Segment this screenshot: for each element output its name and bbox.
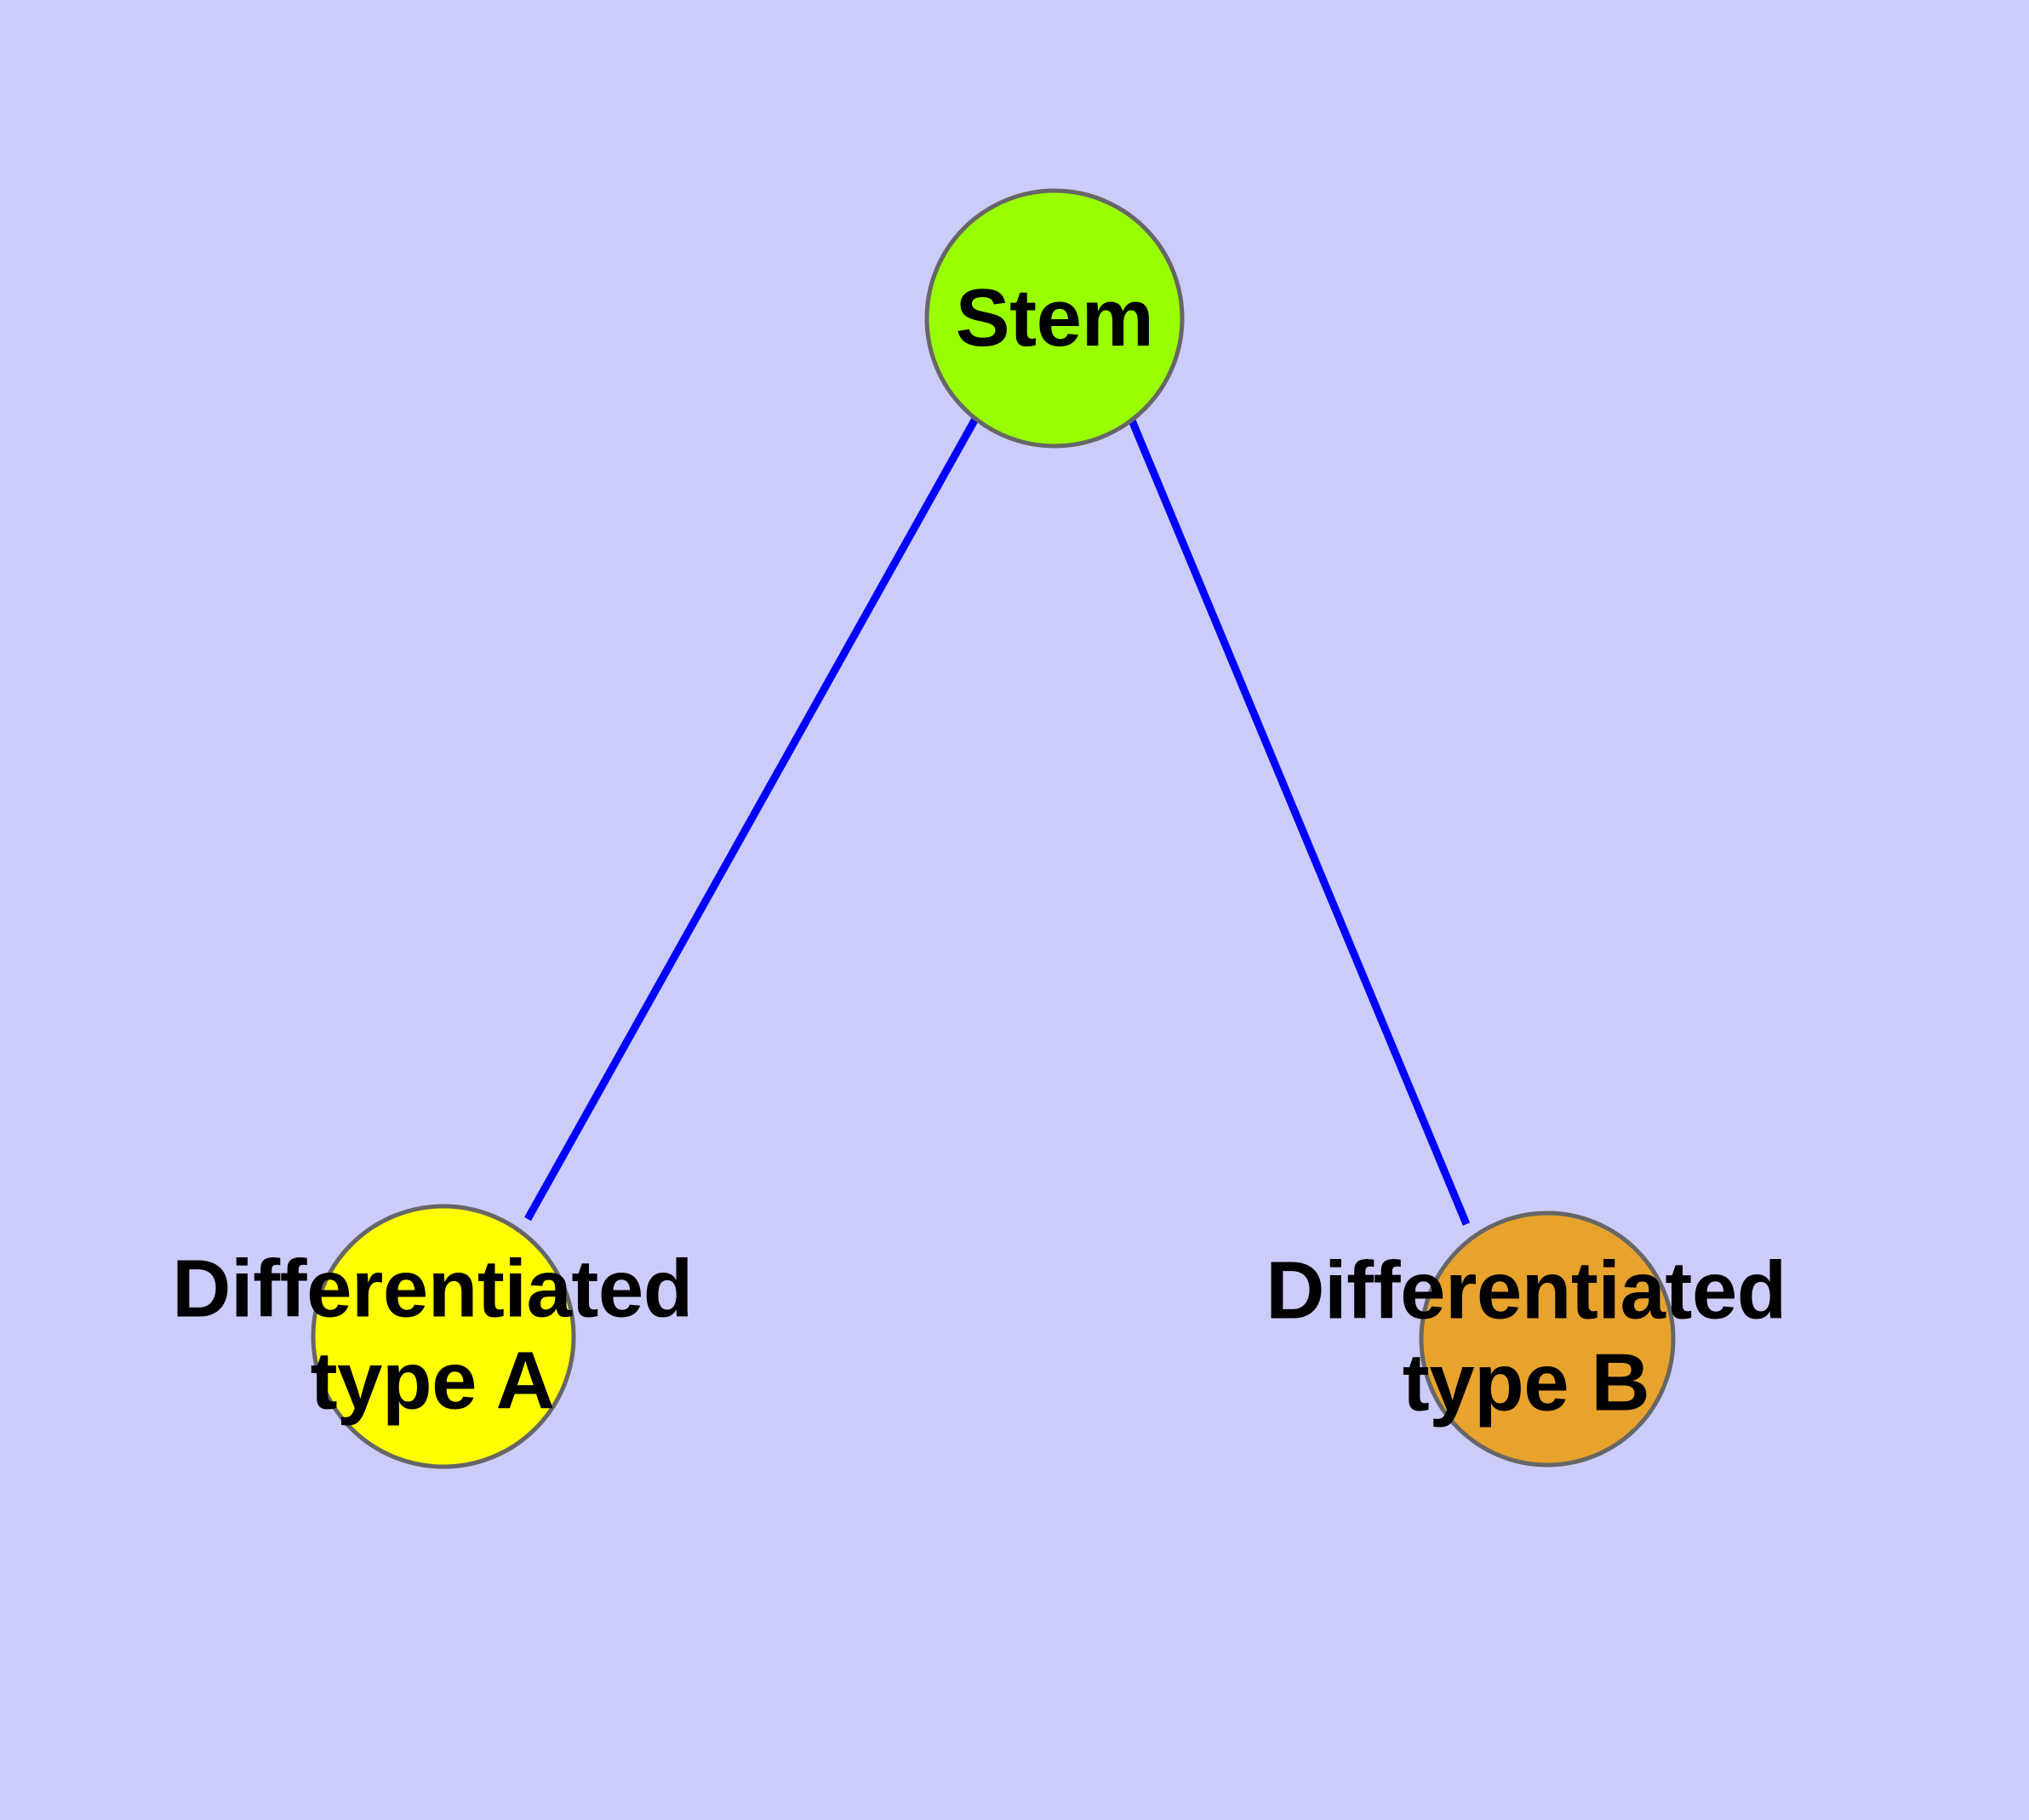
node-differentiated-type-b[interactable] [1419, 1210, 1676, 1468]
nodes-group [311, 188, 1676, 1469]
node-differentiated-type-a[interactable] [311, 1204, 576, 1469]
edge-stem-to-differentiated-type-a[interactable] [524, 416, 979, 1222]
edges-group [524, 416, 1471, 1226]
edge-stem-to-differentiated-type-b[interactable] [1128, 419, 1471, 1226]
node-stem[interactable] [924, 188, 1185, 449]
